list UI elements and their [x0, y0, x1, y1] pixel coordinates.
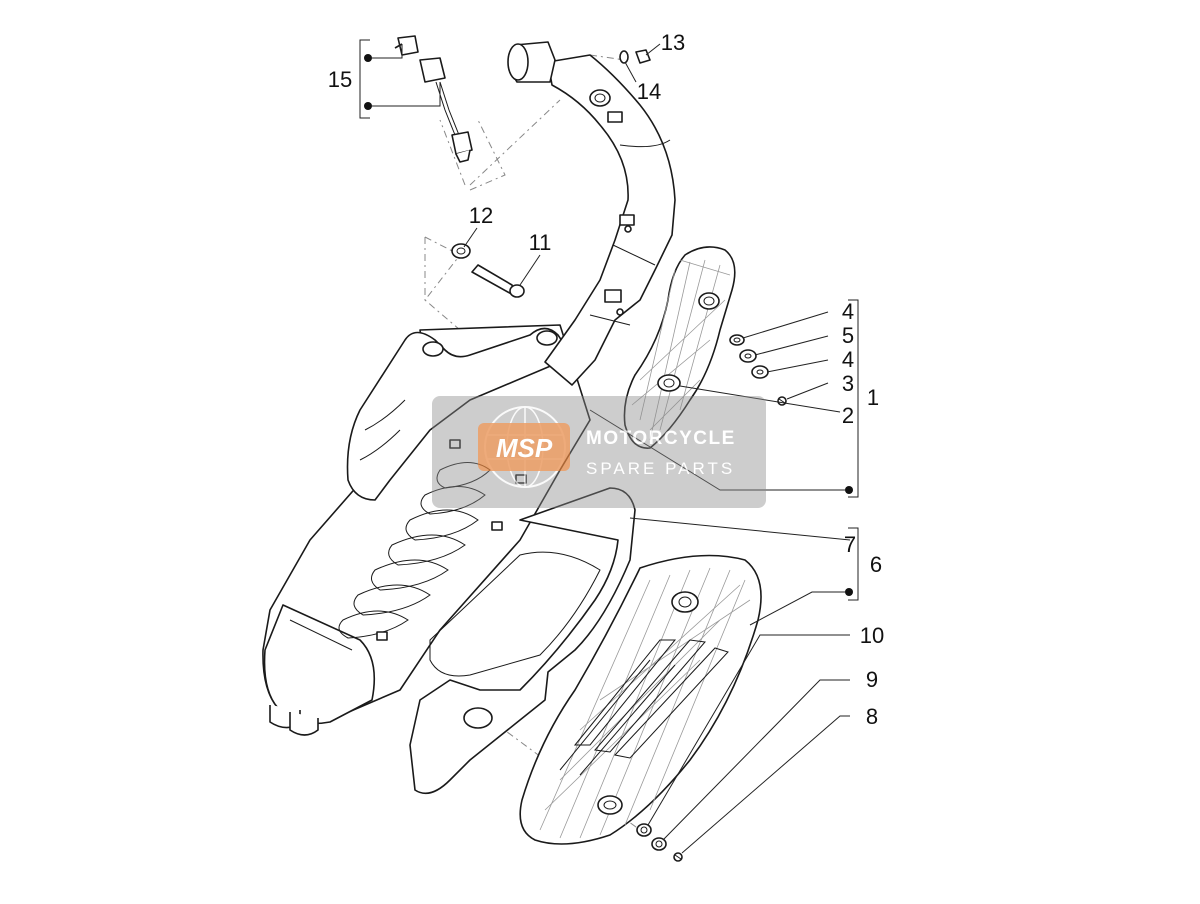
exhaust-manifold — [507, 41, 676, 386]
lower-heat-shield — [519, 554, 762, 845]
callout-5: 5 — [842, 323, 854, 348]
leader-lines — [359, 39, 859, 854]
watermark-line1: MOTORCYCLE — [586, 428, 736, 449]
gasket — [409, 487, 636, 795]
watermark: MSP MOTORCYCLE SPARE PARTS — [432, 396, 766, 508]
callout-labels: 15 13 14 12 11 4 5 4 3 2 1 7 6 10 9 8 — [328, 30, 884, 729]
silencer-ribs — [338, 462, 491, 639]
lower-fasteners — [636, 823, 683, 862]
callout-9: 9 — [866, 667, 878, 692]
callout-11: 11 — [529, 230, 552, 255]
lambda-sensor — [394, 35, 473, 163]
nut-and-washer — [619, 49, 651, 64]
bolt-and-washer — [451, 243, 525, 298]
callout-4b: 4 — [842, 347, 854, 372]
callout-4a: 4 — [842, 299, 854, 324]
callout-3: 3 — [842, 371, 854, 396]
callout-1: 1 — [867, 385, 879, 410]
callout-8: 8 — [866, 704, 878, 729]
callout-6: 6 — [870, 552, 882, 577]
watermark-badge — [478, 423, 570, 471]
callout-10: 10 — [860, 623, 884, 648]
shield-fasteners — [729, 334, 787, 406]
callout-7: 7 — [844, 532, 856, 557]
callout-15: 15 — [328, 67, 352, 92]
callout-13: 13 — [661, 30, 685, 55]
callout-14: 14 — [637, 79, 661, 104]
callout-12: 12 — [469, 203, 493, 228]
watermark-line2: SPARE PARTS — [586, 459, 735, 478]
upper-heat-shield — [623, 246, 736, 449]
callout-2: 2 — [842, 403, 854, 428]
watermark-badge-text: MSP — [496, 433, 553, 463]
